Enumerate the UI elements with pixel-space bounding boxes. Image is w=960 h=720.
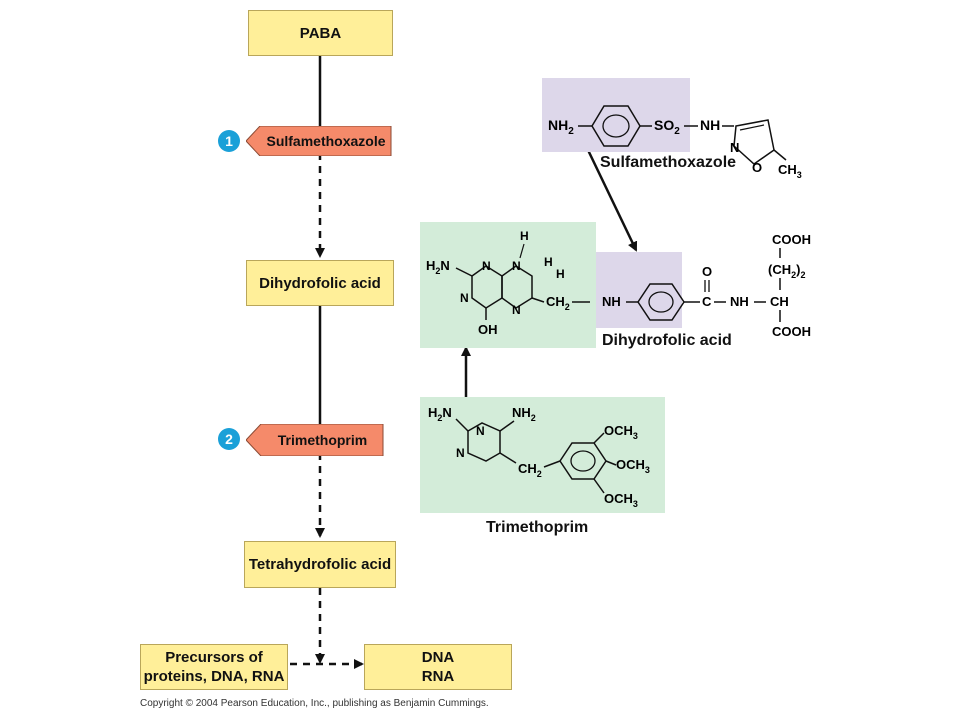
svg-text:OH: OH — [478, 322, 498, 337]
svg-text:CH2: CH2 — [546, 294, 570, 312]
trimethoprim-structure-label: Trimethoprim — [486, 519, 589, 536]
svg-text:N: N — [512, 303, 521, 317]
step-1-number: 1 — [225, 133, 233, 149]
svg-text:CH2: CH2 — [518, 461, 542, 479]
sulfamethoxazole-structure-label: Sulfamethoxazole — [600, 154, 737, 171]
sulfamethoxazole-structure: NH2 SO2 NH N O CH3 Sulfamethoxazole — [542, 78, 812, 183]
rna-label: RNA — [421, 668, 455, 685]
svg-text:H2N: H2N — [426, 258, 450, 276]
step-2-number: 2 — [225, 431, 233, 447]
svg-text:OCH3: OCH3 — [616, 457, 650, 475]
svg-text:O: O — [702, 264, 712, 279]
dihydrofolic-box: Dihydrofolic acid — [246, 260, 394, 306]
precursors-line2: proteins, DNA, RNA — [143, 668, 285, 685]
svg-text:H: H — [520, 229, 529, 243]
tetrahydrofolic-label: Tetrahydrofolic acid — [248, 556, 392, 573]
svg-text:N: N — [476, 424, 485, 438]
svg-text:N: N — [512, 259, 521, 273]
trimethoprim-inhibitor: Trimethoprim — [246, 424, 384, 456]
svg-text:NH2: NH2 — [512, 405, 536, 423]
sulfamethoxazole-inhibitor: Sulfamethoxazole — [246, 126, 392, 156]
sulfamethoxazole-inhibitor-label: Sulfamethoxazole — [266, 133, 386, 149]
svg-text:COOH: COOH — [772, 324, 811, 339]
dna-rna-box: DNA RNA — [364, 644, 512, 690]
svg-text:C: C — [702, 294, 712, 309]
dna-label: DNA — [421, 649, 455, 666]
svg-text:NH: NH — [700, 117, 720, 133]
dihydrofolic-structure: H2N N N N N H H H OH CH2 NH C O NH CH (C… — [420, 222, 830, 358]
paba-box: PABA — [248, 10, 393, 56]
svg-text:NH: NH — [602, 294, 621, 309]
copyright-notice: Copyright © 2004 Pearson Education, Inc.… — [140, 698, 489, 709]
svg-text:OCH3: OCH3 — [604, 491, 638, 509]
svg-text:H: H — [544, 255, 553, 269]
paba-label: PABA — [299, 24, 342, 42]
svg-text:N: N — [456, 446, 465, 460]
svg-text:N: N — [482, 259, 491, 273]
step-1-badge: 1 — [218, 130, 240, 152]
precursors-line1: Precursors of — [165, 649, 263, 666]
svg-text:NH2: NH2 — [548, 117, 574, 137]
svg-text:SO2: SO2 — [654, 117, 680, 137]
svg-text:COOH: COOH — [772, 232, 811, 247]
svg-text:H: H — [556, 267, 565, 281]
precursors-box: Precursors of proteins, DNA, RNA — [140, 644, 288, 690]
svg-text:N: N — [460, 291, 469, 305]
tetrahydrofolic-box: Tetrahydrofolic acid — [244, 541, 396, 588]
dihydrofolic-structure-label: Dihydrofolic acid — [602, 332, 732, 349]
svg-text:(CH2)2: (CH2)2 — [768, 262, 805, 280]
svg-text:NH: NH — [730, 294, 749, 309]
trimethoprim-structure: H2N NH2 N N CH2 OCH3 OCH3 OCH3 Trimethop… — [420, 397, 666, 539]
trimethoprim-inhibitor-label: Trimethoprim — [277, 432, 368, 448]
svg-text:N: N — [730, 140, 739, 155]
svg-text:O: O — [752, 160, 762, 175]
svg-text:OCH3: OCH3 — [604, 423, 638, 441]
svg-text:CH: CH — [770, 294, 789, 309]
step-2-badge: 2 — [218, 428, 240, 450]
svg-text:H2N: H2N — [428, 405, 452, 423]
svg-text:CH3: CH3 — [778, 162, 802, 180]
arrow-sulfa-structure — [586, 149, 638, 252]
dihydrofolic-label: Dihydrofolic acid — [259, 274, 381, 292]
